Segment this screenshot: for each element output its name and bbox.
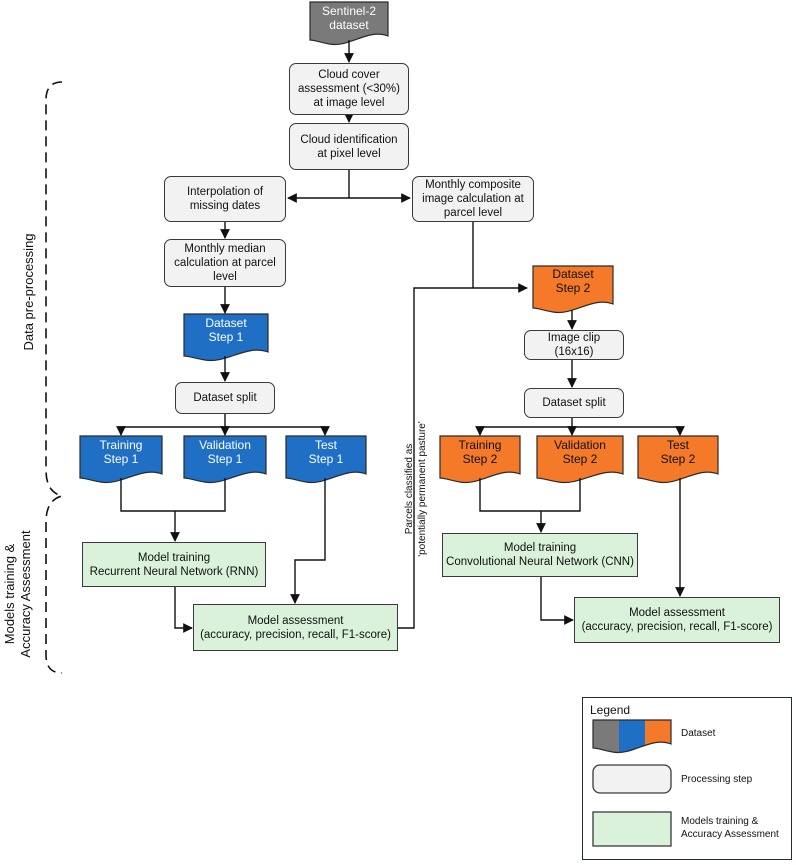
- model-assessment-2-box: Model assessment (accuracy, precision, r…: [574, 597, 780, 643]
- model-assessment-1-box: Model assessment (accuracy, precision, r…: [193, 604, 398, 651]
- monthly-composite-box: Monthly composite image calculation at p…: [412, 176, 534, 222]
- edge-train-valid-merge2: [479, 478, 581, 512]
- data-preprocessing-label: Data pre-processing: [21, 233, 36, 351]
- bracket-sections: [45, 81, 63, 674]
- cnn-training-box: Model training Convolutional Neural Netw…: [442, 533, 638, 577]
- validation-step1-label: Validation Step 1: [199, 438, 251, 466]
- legend-box: [582, 697, 792, 860]
- section-brackets: [45, 81, 63, 674]
- test-step1-label: Test Step 1: [308, 438, 344, 466]
- edge-cnn-assess2: [540, 577, 574, 625]
- test-step2-shape: [637, 435, 719, 484]
- dataset-step1-label: Dataset Step 1: [205, 316, 247, 344]
- edge-assess1-ds2: [398, 283, 528, 629]
- legend-dataset-swatch-part: [593, 720, 620, 753]
- monthly-median-box: Monthly median calculation at parcel lev…: [164, 239, 286, 287]
- sentinel-dataset-shape: [309, 1, 389, 46]
- dataset-step2-label: Dataset Step 2: [552, 267, 594, 295]
- edge-rnn-assess1: [174, 587, 193, 633]
- legend-dataset-label: Dataset: [681, 728, 716, 739]
- legend-processing-label: Processing step: [681, 774, 753, 785]
- edge-train-valid-merge1: [120, 478, 226, 512]
- interpolation-box: Interpolation of missing dates: [164, 176, 286, 222]
- potentially-permanent-pasture-label: Parcels classified as 'potentially perma…: [404, 421, 428, 557]
- validation-step2-shape: [536, 435, 624, 484]
- dataset-step1-shape: [183, 313, 269, 362]
- test-step1-shape: [285, 435, 367, 484]
- dataset-split-2-box: Dataset split: [524, 388, 624, 418]
- training-step2-label: Training Step 2: [458, 438, 502, 466]
- edge-test1-assess1: [290, 478, 326, 604]
- legend-title: Legend: [590, 703, 631, 717]
- cloud-identification-box: Cloud identification at pixel level: [289, 123, 409, 170]
- legend-processing-swatch: [592, 764, 672, 794]
- validation-step2-label: Validation Step 2: [554, 438, 606, 466]
- validation-step1-shape: [183, 435, 267, 484]
- cloud-cover-assessment-box: Cloud cover assessment (<30%) at image l…: [289, 63, 409, 115]
- dataset-split-1-box: Dataset split: [175, 382, 275, 414]
- test-step2-label: Test Step 2: [660, 438, 696, 466]
- training-step2-shape: [439, 435, 521, 484]
- legend-training-label: Models training & Accuracy Assessment: [681, 816, 779, 840]
- sentinel-dataset-label: Sentinel-2 dataset: [321, 4, 377, 32]
- rnn-training-box: Model training Recurrent Neural Network …: [82, 542, 266, 587]
- training-step1-label: Training Step 1: [99, 438, 143, 466]
- models-training-label: Models training & Accuracy Assessment: [2, 530, 33, 658]
- legend-dataset-swatch: [592, 719, 672, 754]
- training-step1-shape: [79, 435, 163, 484]
- connectors: [116, 40, 685, 633]
- legend-training-swatch: [592, 811, 672, 847]
- dataset-step2-shape: [532, 265, 614, 314]
- image-clip-box: Image clip (16x16): [524, 330, 624, 360]
